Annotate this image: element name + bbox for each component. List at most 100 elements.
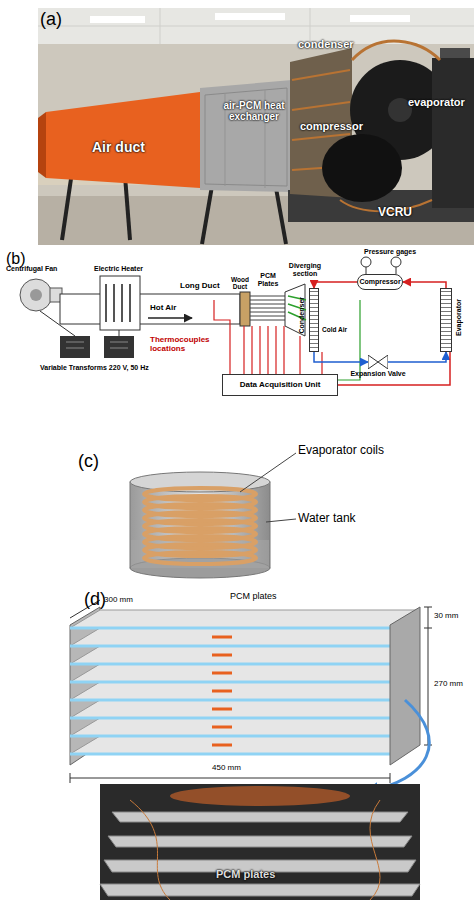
part-name: Wood Duct — [228, 276, 252, 290]
daq-box: Data Acquisition Unit — [222, 374, 338, 396]
compressor-box: Compressor — [357, 274, 403, 290]
part-name: VCRU — [378, 206, 412, 219]
flow-label: Cold Air — [322, 326, 347, 333]
lab-photo — [292, 70, 350, 80]
pcm-exchanger-drawing — [390, 607, 420, 765]
lab-photo — [276, 188, 286, 244]
part-name: Electric Heater — [94, 265, 143, 273]
test-rig-schematic — [396, 267, 397, 274]
lab-photo — [432, 58, 474, 208]
part-name: condenser — [298, 38, 354, 50]
test-rig-schematic — [250, 296, 285, 320]
pcm-plates-photo — [100, 812, 420, 896]
pcm-plates-photo — [100, 884, 420, 896]
pcm-exchanger-drawing — [70, 778, 390, 779]
pcm-exchanger-drawing — [70, 664, 420, 682]
test-rig-schematic — [148, 317, 192, 319]
water-tank-drawing — [266, 519, 296, 522]
pcm-exchanger-drawing — [70, 699, 390, 702]
part-name: Evaporator coils — [298, 444, 384, 457]
lab-photo — [38, 8, 474, 245]
test-rig-schematic — [104, 336, 134, 358]
lab-photo — [350, 15, 410, 22]
pcm-exchanger-drawing — [70, 773, 71, 783]
pcm-plates-photo — [130, 800, 380, 900]
pcm-exchanger-drawing — [212, 726, 232, 729]
pcm-plates-photo — [112, 812, 408, 822]
pcm-exchanger-drawing — [70, 718, 420, 736]
expansion-valve: Expansion Valve — [368, 355, 388, 369]
note-label: Thermocouples locations — [150, 336, 216, 354]
lab-photo — [125, 176, 130, 240]
pcm-exchanger-drawing — [70, 753, 390, 756]
lab-photo — [352, 41, 440, 60]
test-rig-schematic — [60, 294, 240, 324]
test-rig-schematic — [20, 279, 52, 311]
pcm-exchanger-drawing — [390, 773, 391, 783]
test-rig-schematic — [106, 284, 130, 322]
refrigerant-line — [314, 352, 368, 362]
condenser-coil: Condenser — [309, 288, 319, 352]
test-rig-schematic — [366, 267, 367, 274]
pcm-exchanger-drawing — [70, 736, 420, 754]
pcm-exchanger-drawing — [70, 700, 420, 718]
test-rig-schematic — [214, 300, 230, 374]
pcm-exchanger-drawing — [70, 681, 390, 684]
lab-photo — [205, 88, 287, 186]
part-name: Pressure gages — [364, 248, 416, 256]
lab-photo — [46, 92, 200, 188]
panel-letter: (d) — [84, 590, 106, 610]
test-rig-schematic — [60, 336, 90, 358]
test-rig-schematic — [30, 289, 42, 301]
pcm-exchanger-drawing — [70, 646, 420, 664]
pcm-exchanger-drawing — [70, 663, 390, 666]
part-name: PCM Plates — [254, 272, 282, 287]
pcm-exchanger-drawing — [70, 600, 432, 783]
pcm-exchanger-drawing — [70, 628, 420, 646]
test-rig-schematic — [391, 257, 401, 267]
node-text: Compressor — [359, 278, 400, 286]
node-text: Evaporator — [455, 299, 463, 336]
part-name: compressor — [300, 120, 363, 132]
lab-photo — [38, 26, 474, 27]
test-rig-schematic — [285, 284, 305, 336]
panel-letter: (c) — [78, 452, 99, 472]
part-name: Centrifugal Fan — [6, 265, 57, 273]
test-rig-schematic — [244, 326, 284, 374]
lab-photo — [322, 134, 402, 202]
test-rig-schematic — [119, 330, 120, 336]
valve-symbol — [368, 355, 388, 369]
lab-photo — [160, 8, 161, 44]
evaporator-coil: Evaporator — [440, 288, 452, 352]
dimension: 30 mm — [434, 612, 458, 621]
lab-photo — [200, 80, 292, 192]
pcm-exchanger-drawing — [365, 700, 429, 792]
dimension: 300 mm — [104, 596, 133, 605]
refrigerant-line — [338, 352, 450, 385]
flow-label: Hot Air — [150, 304, 176, 313]
part-name: Water tank — [298, 512, 356, 525]
pcm-exchanger-drawing — [70, 628, 390, 754]
test-rig-schematic — [40, 311, 75, 336]
lab-photo — [90, 16, 145, 23]
pcm-exchanger-drawing — [70, 627, 390, 630]
pcm-exchanger-drawing — [70, 610, 420, 754]
pcm-exchanger-drawing — [424, 628, 432, 629]
part-name: evaporator — [408, 96, 465, 108]
part-name: PCM plates — [230, 592, 277, 602]
node-text: Data Acquisition Unit — [240, 381, 321, 390]
water-tank-drawing — [144, 552, 256, 564]
pcm-plates-photo — [170, 786, 350, 806]
part-name: Variable Transforms 220 V, 50 Hz — [40, 364, 150, 372]
pcm-plates-photo — [108, 836, 412, 847]
water-tank-drawing — [144, 488, 256, 564]
pcm-exchanger-drawing — [212, 637, 232, 745]
part-name: Diverging section — [286, 262, 324, 277]
pcm-exchanger-drawing — [212, 744, 232, 747]
refrigerant-line — [388, 352, 446, 362]
test-rig-schematic — [20, 257, 401, 380]
panel-letter: (b) — [6, 250, 26, 268]
part-name: Air duct — [92, 140, 145, 155]
test-rig-schematic — [338, 300, 360, 380]
